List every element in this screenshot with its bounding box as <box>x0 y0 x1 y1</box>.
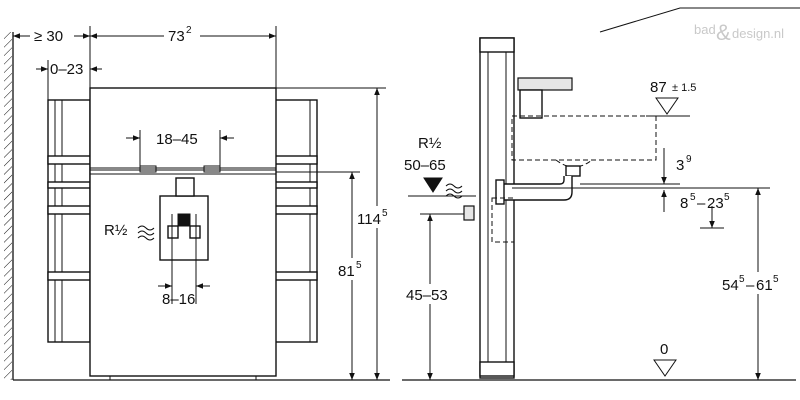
dim-height-total-sup: 5 <box>382 208 388 219</box>
dim-min-wall: ≥ 30 <box>34 28 63 45</box>
faucet-outline <box>517 77 573 119</box>
dim-545-a: 54 <box>722 277 739 294</box>
watermark-logo: bad & design.nl <box>599 7 800 45</box>
dim-85-a: 8 <box>680 195 688 212</box>
side-view: R½ 50–65 87 ± 1.5 3 9 8 5 – 23 5 45–53 5… <box>402 37 796 381</box>
level-zero-icon <box>653 359 677 377</box>
mounting-bracket <box>159 177 209 290</box>
dim-width-sup: 2 <box>186 25 192 36</box>
wall-hatch <box>4 32 12 380</box>
supply-marker-icon <box>423 177 443 193</box>
dim-85-b-sup: 5 <box>724 192 730 203</box>
dim-39-value: 3 <box>676 157 684 174</box>
dim-spacing-bottom: 8–16 <box>162 291 195 308</box>
watermark-amp: & <box>716 20 731 45</box>
watermark-right: design.nl <box>732 26 784 41</box>
dim-width-value: 73 <box>168 28 185 45</box>
svg-text:–: – <box>746 277 755 294</box>
left-rack <box>47 99 91 343</box>
dim-545-a-sup: 5 <box>739 274 745 285</box>
dim-height-total: 114 <box>357 211 381 228</box>
front-view: R½ ≥ 30 73 2 0–23 18–45 8–16 114 5 <box>4 24 392 381</box>
watermark-left: bad <box>694 22 716 37</box>
dim-87-value: 87 <box>650 79 667 96</box>
dim-87-tolerance: ± 1.5 <box>672 82 696 94</box>
dim-39-sup: 9 <box>686 154 692 165</box>
side-supply-label: R½ <box>418 135 442 152</box>
sink-outline <box>511 115 657 161</box>
right-rack <box>274 99 318 343</box>
dim-45-53: 45–53 <box>406 287 448 304</box>
svg-text:–: – <box>697 195 706 212</box>
dim-zero: 0 <box>660 341 668 358</box>
dim-height-mid: 81 <box>338 263 355 280</box>
dim-spacing-top: 18–45 <box>156 131 198 148</box>
dim-supply-range: 50–65 <box>404 157 446 174</box>
level-87-icon <box>655 97 679 115</box>
front-supply-label: R½ <box>104 222 128 239</box>
dim-545-b-sup: 5 <box>773 274 779 285</box>
water-wave-icon <box>137 225 155 241</box>
dim-545-b: 61 <box>756 277 773 294</box>
dim-offset: 0–23 <box>50 61 83 78</box>
dim-85-b: 23 <box>707 195 724 212</box>
dim-height-mid-sup: 5 <box>356 260 362 271</box>
side-panel <box>479 37 515 379</box>
dim-85-a-sup: 5 <box>690 192 696 203</box>
